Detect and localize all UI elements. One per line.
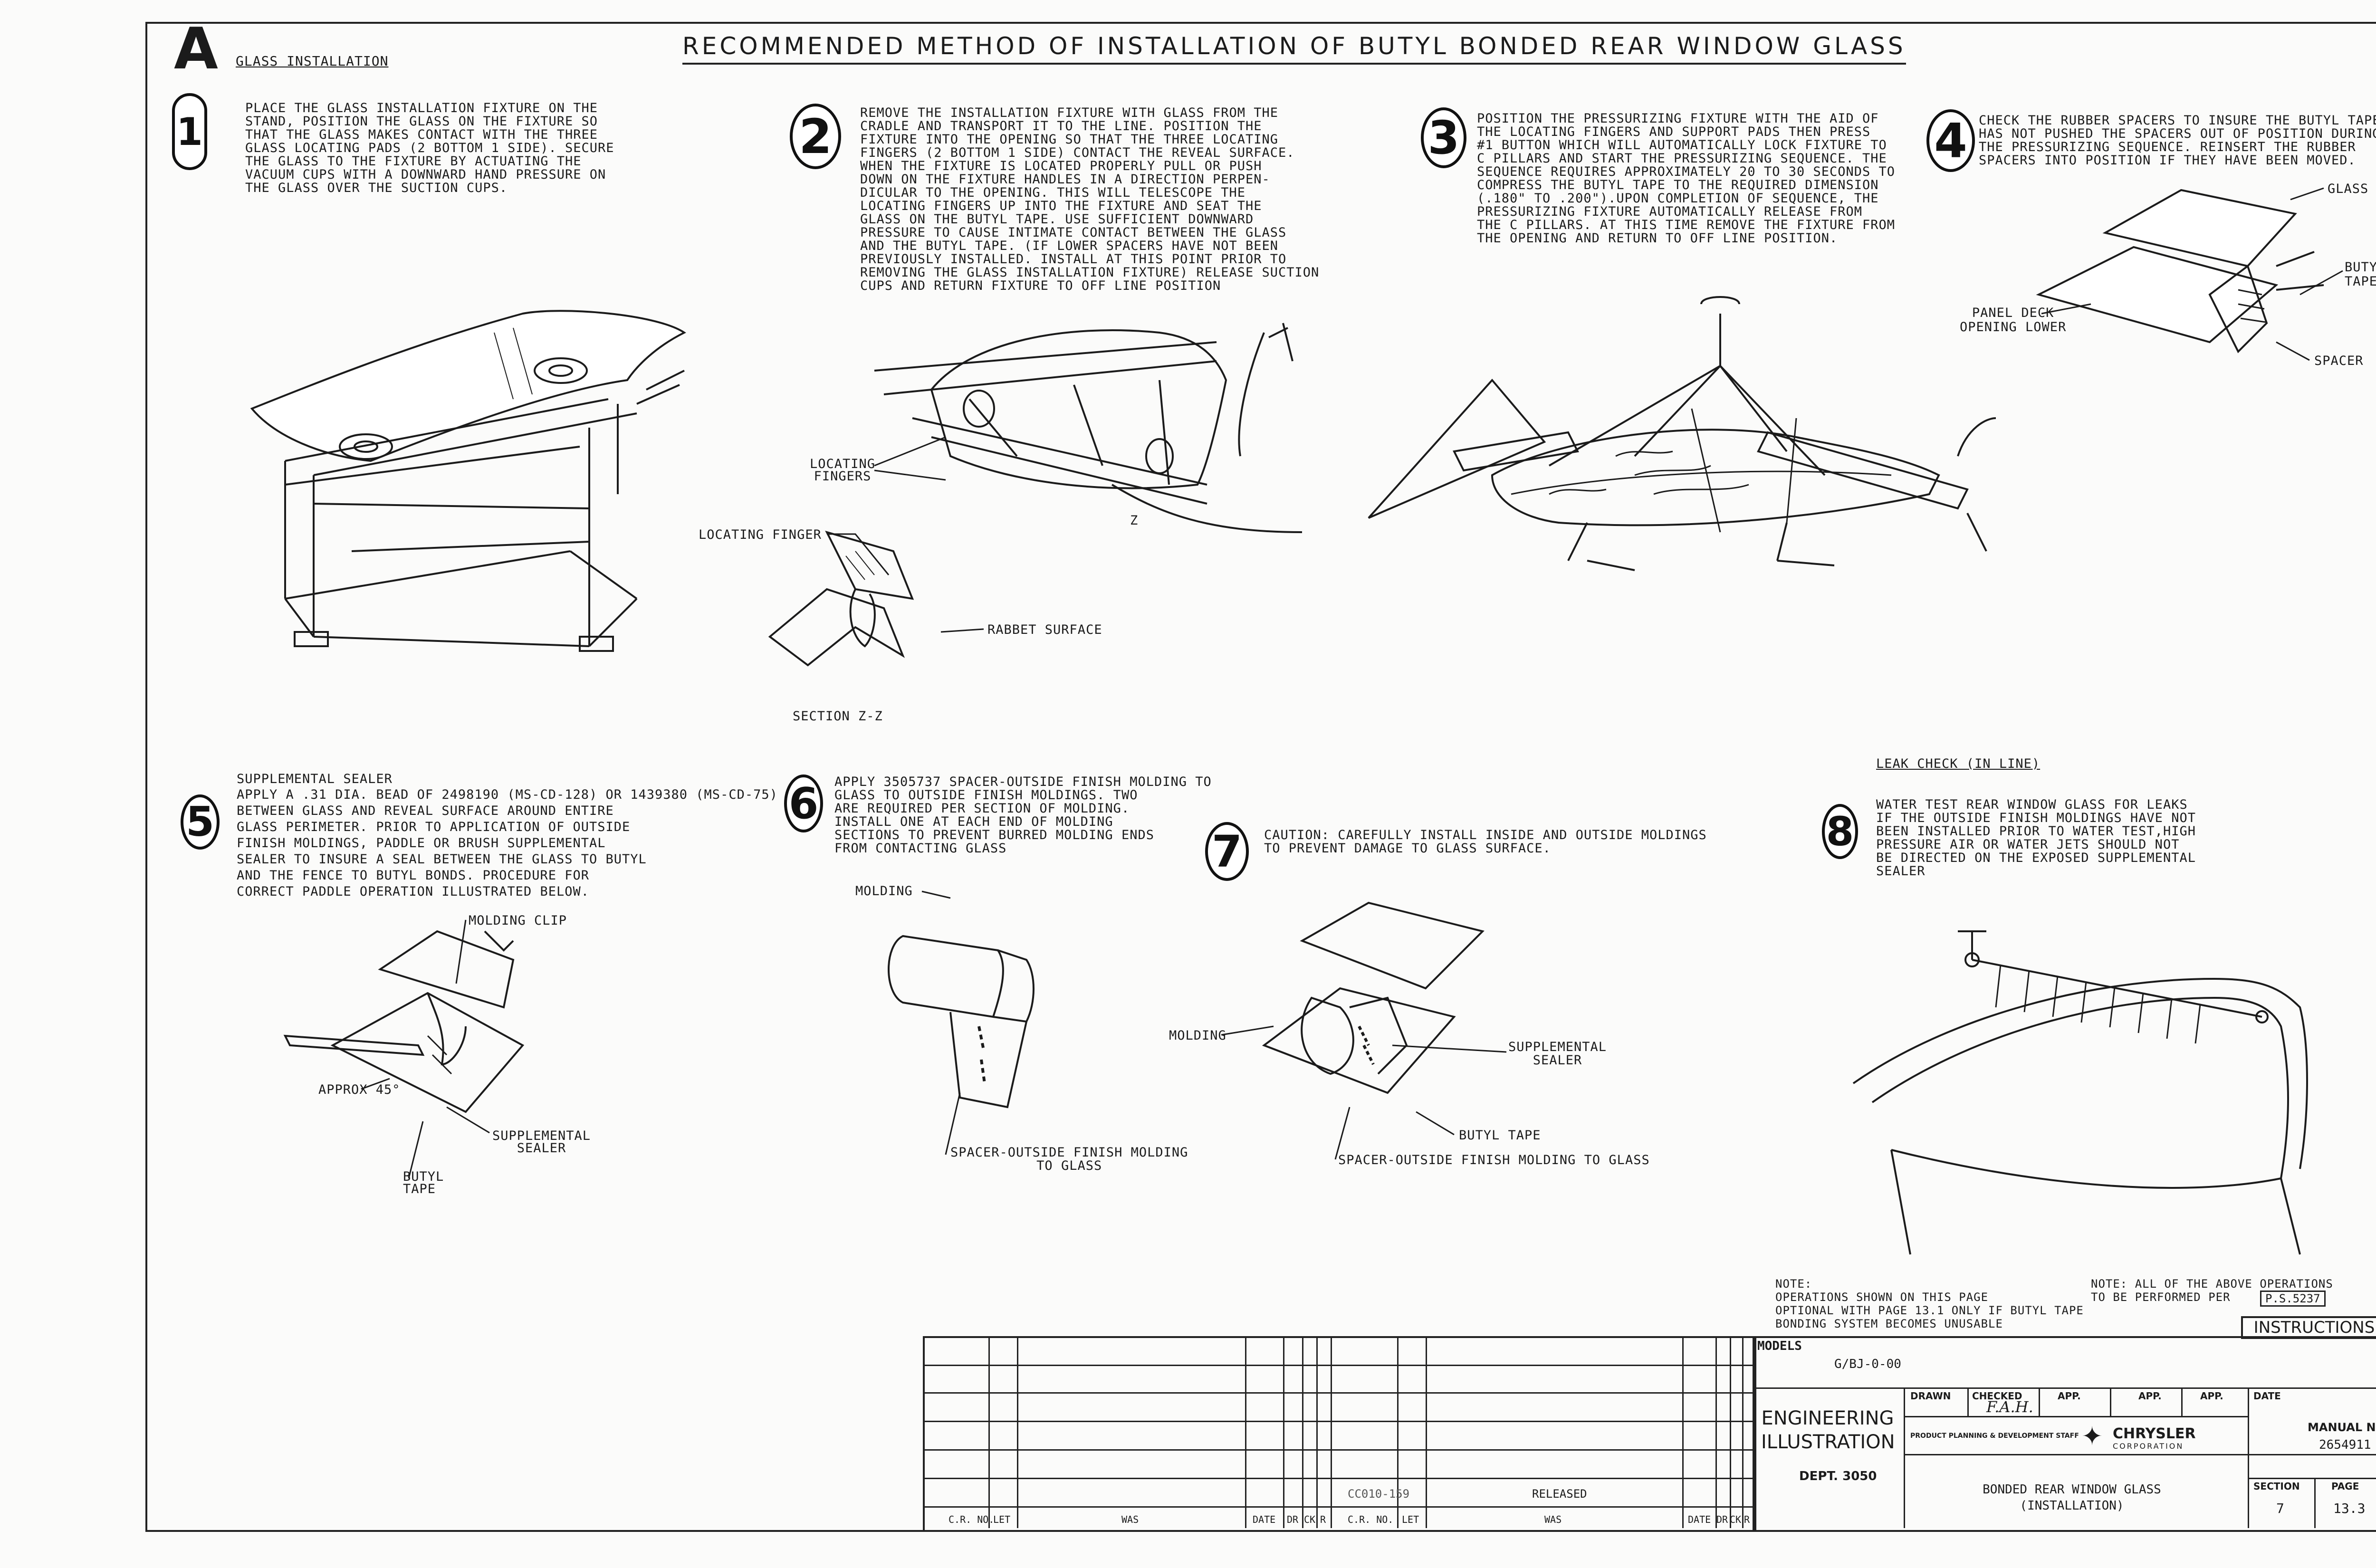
step-number-6: 6 <box>784 774 823 832</box>
checked-signature: F.A.H. <box>1986 1398 2033 1416</box>
date-label: DATE <box>2253 1390 2281 1402</box>
glass-fixture-illustration <box>250 310 686 652</box>
label-spacer-6: SPACER-OUTSIDE FINISH MOLDING TO GLASS <box>950 1145 1188 1173</box>
label-molding-6: MOLDING <box>855 884 913 899</box>
pressurizing-fixture-illustration <box>1368 296 1996 571</box>
paddle-illustration <box>283 930 525 1113</box>
spacer-illustration <box>2036 189 2324 354</box>
step-number-2: 2 <box>790 104 841 169</box>
label-glass: GLASS <box>2328 182 2369 196</box>
note-right: NOTE: ALL OF THE ABOVE OPERATIONS TO BE … <box>2091 1277 2333 1304</box>
label-rabbet-surface: RABBET SURFACE <box>987 622 1102 637</box>
rev-col-ck-2: CK <box>1730 1514 1742 1525</box>
label-locating-fingers: LOCATING FINGERS <box>810 457 876 484</box>
instructions-label: INSTRUCTIONS <box>2241 1316 2376 1339</box>
revision-status: RELEASED <box>1532 1487 1587 1501</box>
rev-col-cr-1: C.R. NO. <box>948 1514 995 1525</box>
revision-number: CC010-159 <box>1348 1487 1410 1501</box>
rev-col-date-2: DATE <box>1688 1514 1711 1525</box>
manual-number-value: 2654911 <box>2319 1438 2371 1452</box>
rev-col-let-2: LET <box>1402 1514 1419 1525</box>
step-number-5: 5 <box>181 794 220 850</box>
rev-col-dr-2: DR <box>1716 1514 1728 1525</box>
label-section-zz: SECTION Z-Z <box>793 709 883 724</box>
step-6-text: APPLY 3505737 SPACER-OUTSIDE FINISH MOLD… <box>834 774 1212 856</box>
label-approx-45: APPROX 45° <box>318 1082 401 1097</box>
step-7-text: CAUTION: CAREFULLY INSTALL INSIDE AND OU… <box>1264 828 1707 856</box>
step-number-4: 4 <box>1926 109 1975 172</box>
title-block <box>1753 1336 2376 1530</box>
rev-col-was-1: WAS <box>1121 1514 1139 1525</box>
step-8-text: WATER TEST REAR WINDOW GLASS FOR LEAKS I… <box>1876 797 2196 879</box>
section-title: GLASS INSTALLATION <box>236 53 389 69</box>
label-supplemental-sealer-7: SUPPLEMENTAL SEALER <box>1508 1040 1607 1068</box>
models-value: G/BJ-0-00 <box>1834 1357 1901 1371</box>
drawing-subject: BONDED REAR WINDOW GLASS (INSTALLATION) <box>1983 1482 2161 1513</box>
approved-label-1: APP. <box>2058 1390 2081 1402</box>
step-number-7: 7 <box>1205 822 1249 881</box>
rev-col-ck-1: CK <box>1304 1514 1316 1525</box>
models-label: MODELS <box>1757 1339 1802 1353</box>
label-supplemental-sealer-5: SUPPLEMENTAL SEALER <box>492 1128 591 1156</box>
label-butyl-tape: BUTYL TAPE <box>2345 260 2376 289</box>
step-1-text: PLACE THE GLASS INSTALLATION FIXTURE ON … <box>245 101 614 195</box>
step-5-heading: SUPPLEMENTAL SEALER <box>237 772 393 786</box>
molding-install-illustration <box>1262 901 1485 1094</box>
step-number-8: 8 <box>1822 804 1858 859</box>
drawing-border <box>145 22 2376 1532</box>
section-zz-illustration <box>768 530 914 667</box>
staff-label: PRODUCT PLANNING & DEVELOPMENT STAFF <box>1910 1432 2079 1440</box>
step-number-1: 1 <box>172 93 207 170</box>
step-number-3: 3 <box>1421 107 1466 168</box>
company-sub: CORPORATION <box>2113 1442 2184 1451</box>
molding-illustration <box>888 935 1035 1109</box>
approved-label-2: APP. <box>2138 1390 2162 1402</box>
rev-col-date-1: DATE <box>1253 1514 1276 1525</box>
label-butyl-tape-7: BUTYL TAPE <box>1459 1128 1541 1143</box>
approved-label-3: APP. <box>2200 1390 2223 1402</box>
step-2-text: REMOVE THE INSTALLATION FIXTURE WITH GLA… <box>860 105 1320 293</box>
step-8-heading: LEAK CHECK (IN LINE) <box>1876 756 2041 771</box>
section-value: 7 <box>2276 1501 2284 1516</box>
label-butyl-tape-5: BUTYL TAPE <box>403 1169 444 1196</box>
label-z-marker: Z <box>1130 513 1139 528</box>
engineering-illustration: ENGINEERING ILLUSTRATION <box>1761 1407 1895 1453</box>
section-label: SECTION <box>2253 1481 2300 1492</box>
note-left: NOTE: OPERATIONS SHOWN ON THIS PAGE OPTI… <box>1775 1277 2084 1330</box>
page-value: 13.3 <box>2333 1501 2366 1516</box>
water-test-illustration <box>1852 930 2308 1255</box>
chrysler-star-icon: ✦ <box>2081 1421 2103 1451</box>
revision-table <box>923 1336 1756 1530</box>
section-letter: A <box>174 16 218 82</box>
checked-label: CHECKED <box>1972 1390 2022 1402</box>
step-5-text: APPLY A .31 DIA. BEAD OF 2498190 (MS-CD-… <box>237 787 778 899</box>
page-label: PAGE <box>2331 1481 2359 1492</box>
rev-col-r-2: R <box>1744 1514 1750 1525</box>
fixture-opening-illustration <box>874 323 1303 533</box>
step-4-text: CHECK THE RUBBER SPACERS TO INSURE THE B… <box>1979 113 2376 168</box>
step-3-text: POSITION THE PRESSURIZING FIXTURE WITH T… <box>1477 111 1896 246</box>
company-name: CHRYSLER <box>2113 1425 2196 1442</box>
ps-reference: P.S.5237 <box>2260 1291 2326 1307</box>
department: DEPT. 3050 <box>1799 1469 1877 1483</box>
label-molding-clip: MOLDING CLIP <box>469 913 567 928</box>
rev-col-dr-1: DR <box>1287 1514 1299 1525</box>
label-spacer: SPACER <box>2314 354 2364 368</box>
rev-col-r-1: R <box>1320 1514 1326 1525</box>
label-panel-deck: PANEL DECK OPENING LOWER <box>1960 306 2067 335</box>
label-molding-7: MOLDING <box>1169 1028 1226 1043</box>
label-spacer-7: SPACER-OUTSIDE FINISH MOLDING TO GLASS <box>1338 1153 1650 1167</box>
label-locating-finger: LOCATING FINGER <box>699 527 822 542</box>
page-title: RECOMMENDED METHOD OF INSTALLATION OF BU… <box>682 32 1906 65</box>
rev-col-was-2: WAS <box>1544 1514 1562 1525</box>
manual-number-label: MANUAL NO. <box>2308 1421 2376 1434</box>
rev-col-cr-2: C.R. NO. <box>1348 1514 1394 1525</box>
rev-col-let-1: LET <box>993 1514 1011 1525</box>
drawn-label: DRAWN <box>1910 1390 1951 1402</box>
